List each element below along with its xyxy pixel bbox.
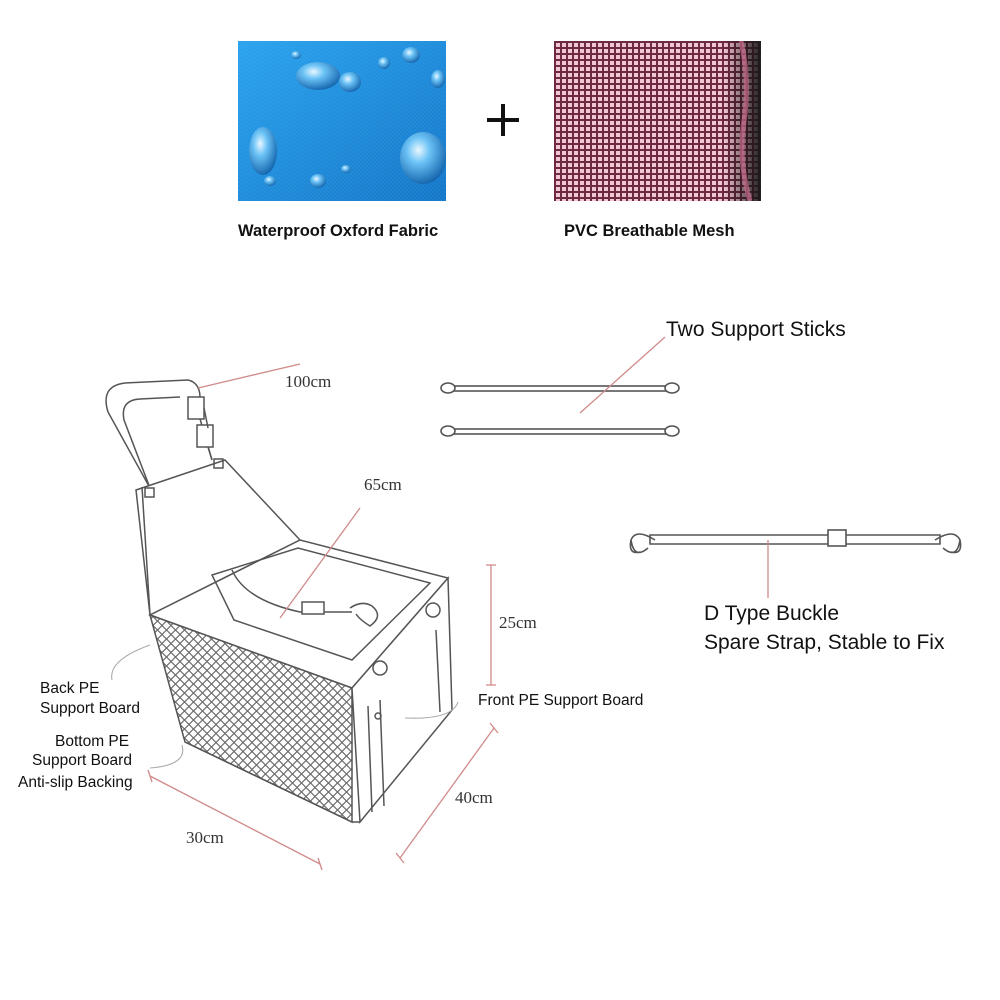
callout-anti-slip: Anti-slip Backing [18,774,133,791]
callout-back-board-line1: Back PE [40,680,100,697]
pvc-mesh-swatch [554,41,761,201]
dimension-handle-strap: 100cm [285,372,332,391]
material-label-mesh: PVC Breathable Mesh [564,222,735,240]
callout-bottom-board-line1: Bottom PE [55,733,130,750]
support-sticks [440,382,680,437]
mesh-image [554,41,761,201]
callout-curves [111,644,459,769]
oxford-fabric-swatch [238,41,446,201]
material-label-oxford: Waterproof Oxford Fabric [238,222,439,240]
callout-d-buckle-title: D Type Buckle [704,602,840,625]
callout-support-sticks: Two Support Sticks [666,318,846,341]
callout-front-board: Front PE Support Board [478,692,644,709]
dimension-depth: 40cm [455,788,493,807]
callout-back-board-line2: Support Board [40,700,140,717]
water-drops-image [238,41,446,201]
dimension-leash: 65cm [364,475,402,494]
dimension-height: 25cm [499,613,537,632]
plus-icon [487,104,519,136]
dimension-width: 30cm [186,828,224,847]
d-type-buckle-strap [629,529,962,554]
pet-seat-carrier [105,379,453,824]
callout-d-buckle-desc: Spare Strap, Stable to Fix [704,631,945,654]
callout-bottom-board-line2: Support Board [32,752,132,769]
leader-lines [147,336,769,871]
